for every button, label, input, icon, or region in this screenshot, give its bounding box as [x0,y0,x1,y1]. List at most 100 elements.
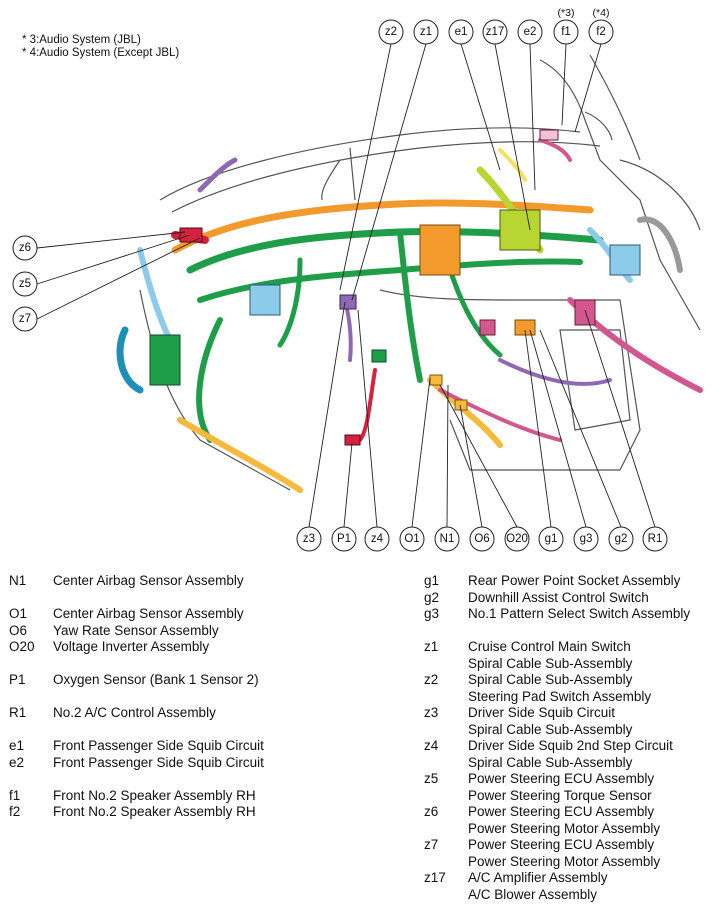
legend-description: Spiral Cable Sub-Assembly [468,721,633,737]
legend-row: Spiral Cable Sub-Assembly [424,722,714,739]
callout-label: z3 [303,533,315,545]
legend-row: Steering Pad Switch Assembly [424,689,714,706]
callout-circle [378,19,404,45]
legend-code: g3 [424,606,440,621]
legend-code: P1 [9,672,26,687]
legend-gap [9,771,299,788]
callout-label: O20 [506,533,528,545]
legend-code: z4 [424,738,439,753]
callout-circle [608,526,634,552]
callout-label: g1 [545,533,558,545]
callout-g1: g1 [538,526,564,552]
callout-circle [296,526,322,552]
legend-description: Driver Side Squib 2nd Step Circuit [468,738,673,753]
legend-description: Front Passenger Side Squib Circuit [53,738,264,753]
legend-row: g3 No.1 Pattern Select Switch Assembly [424,606,714,623]
leader-lines [36,43,656,528]
legend-gap [424,623,714,640]
legend-row: z7 Power Steering ECU Assembly [424,837,714,854]
legend-description: Power Steering ECU Assembly [468,837,655,852]
legend-description: Spiral Cable Sub-Assembly [468,672,633,687]
legend-description: Power Steering Torque Sensor [468,787,652,803]
legend-row: Power Steering Motor Assembly [424,854,714,871]
legend-row: z5 Power Steering ECU Assembly [424,771,714,788]
legend-code: z3 [424,705,439,720]
legend-row: e1 Front Passenger Side Squib Circuit [9,738,299,755]
legend-row: Power Steering Torque Sensor [424,788,714,805]
callout-z5: z5 [12,271,38,297]
callout-circle [448,19,474,45]
callout-circle [573,526,599,552]
legend-code: O6 [9,622,28,638]
legend-code: O20 [9,639,35,654]
callout-label: R1 [648,533,663,545]
legend-row: z17 A/C Amplifier Assembly [424,870,714,887]
legend-code: R1 [9,705,27,720]
legend-code: e1 [9,738,25,753]
callout-circle [482,19,508,45]
legend-row: Spiral Cable Sub-Assembly [424,755,714,772]
legend-description: Steering Pad Switch Assembly [468,688,652,704]
callout-label: P1 [337,533,351,545]
legend-code: f2 [9,804,21,819]
harness-drawing [116,138,703,493]
callout-z7: z7 [12,306,38,332]
legend-description: Power Steering Motor Assembly [468,853,661,869]
legend-description: No.1 Pattern Select Switch Assembly [468,606,691,621]
legend-row: R1 No.2 A/C Control Assembly [9,705,299,722]
callout-circle [642,526,668,552]
legend-description: Power Steering ECU Assembly [468,771,655,786]
legend-description: A/C Blower Assembly [468,886,598,902]
callout-label: O1 [404,533,419,545]
star-mark-f1: (*3) [558,7,575,19]
callout-z3: z3 [296,526,322,552]
callout-z6: z6 [12,235,38,261]
note-line: * 3:Audio System (JBL) [22,34,141,46]
callout-o20: O20 [504,526,530,552]
legend-code: N1 [9,573,27,588]
legend-row: z3 Driver Side Squib Circuit [424,705,714,722]
callout-label: z1 [420,26,432,38]
legend-description: A/C Amplifier Assembly [468,870,608,885]
callout-label: g3 [580,533,593,545]
callout-z17: z17 [482,19,508,45]
legend-row: Power Steering Motor Assembly [424,821,714,838]
legend-code: z7 [424,837,439,852]
legend-description: Driver Side Squib Circuit [468,705,616,720]
callout-f2: f2 [588,19,614,45]
callout-e1: e1 [448,19,474,45]
legend-description: Center Airbag Sensor Assembly [53,606,244,621]
legend-description: Center Airbag Sensor Assembly [53,573,244,588]
callout-r1: R1 [642,526,668,552]
callout-circle [364,526,390,552]
callout-circle [399,526,425,552]
callout-circle [12,306,38,332]
callout-circle [504,526,530,552]
callout-circle [413,19,439,45]
callout-circle [434,526,460,552]
legend-code: z5 [424,771,439,786]
legend-code: f1 [9,787,21,803]
callout-n1: N1 [434,526,460,552]
legend-description: No.2 A/C Control Assembly [53,705,216,720]
callout-label: e2 [524,26,537,38]
callout-label: z4 [371,533,384,545]
callout-g2: g2 [608,526,634,552]
connector-blocks [149,129,641,446]
callout-z2: z2 [378,19,404,45]
legend-description: Power Steering Motor Assembly [468,820,661,836]
callout-label: e1 [455,26,468,38]
callout-circle [588,19,614,45]
legend-description: Oxygen Sensor (Bank 1 Sensor 2) [53,672,259,687]
legend-code: z17 [424,870,446,885]
legend-row: P1 Oxygen Sensor (Bank 1 Sensor 2) [9,672,299,689]
